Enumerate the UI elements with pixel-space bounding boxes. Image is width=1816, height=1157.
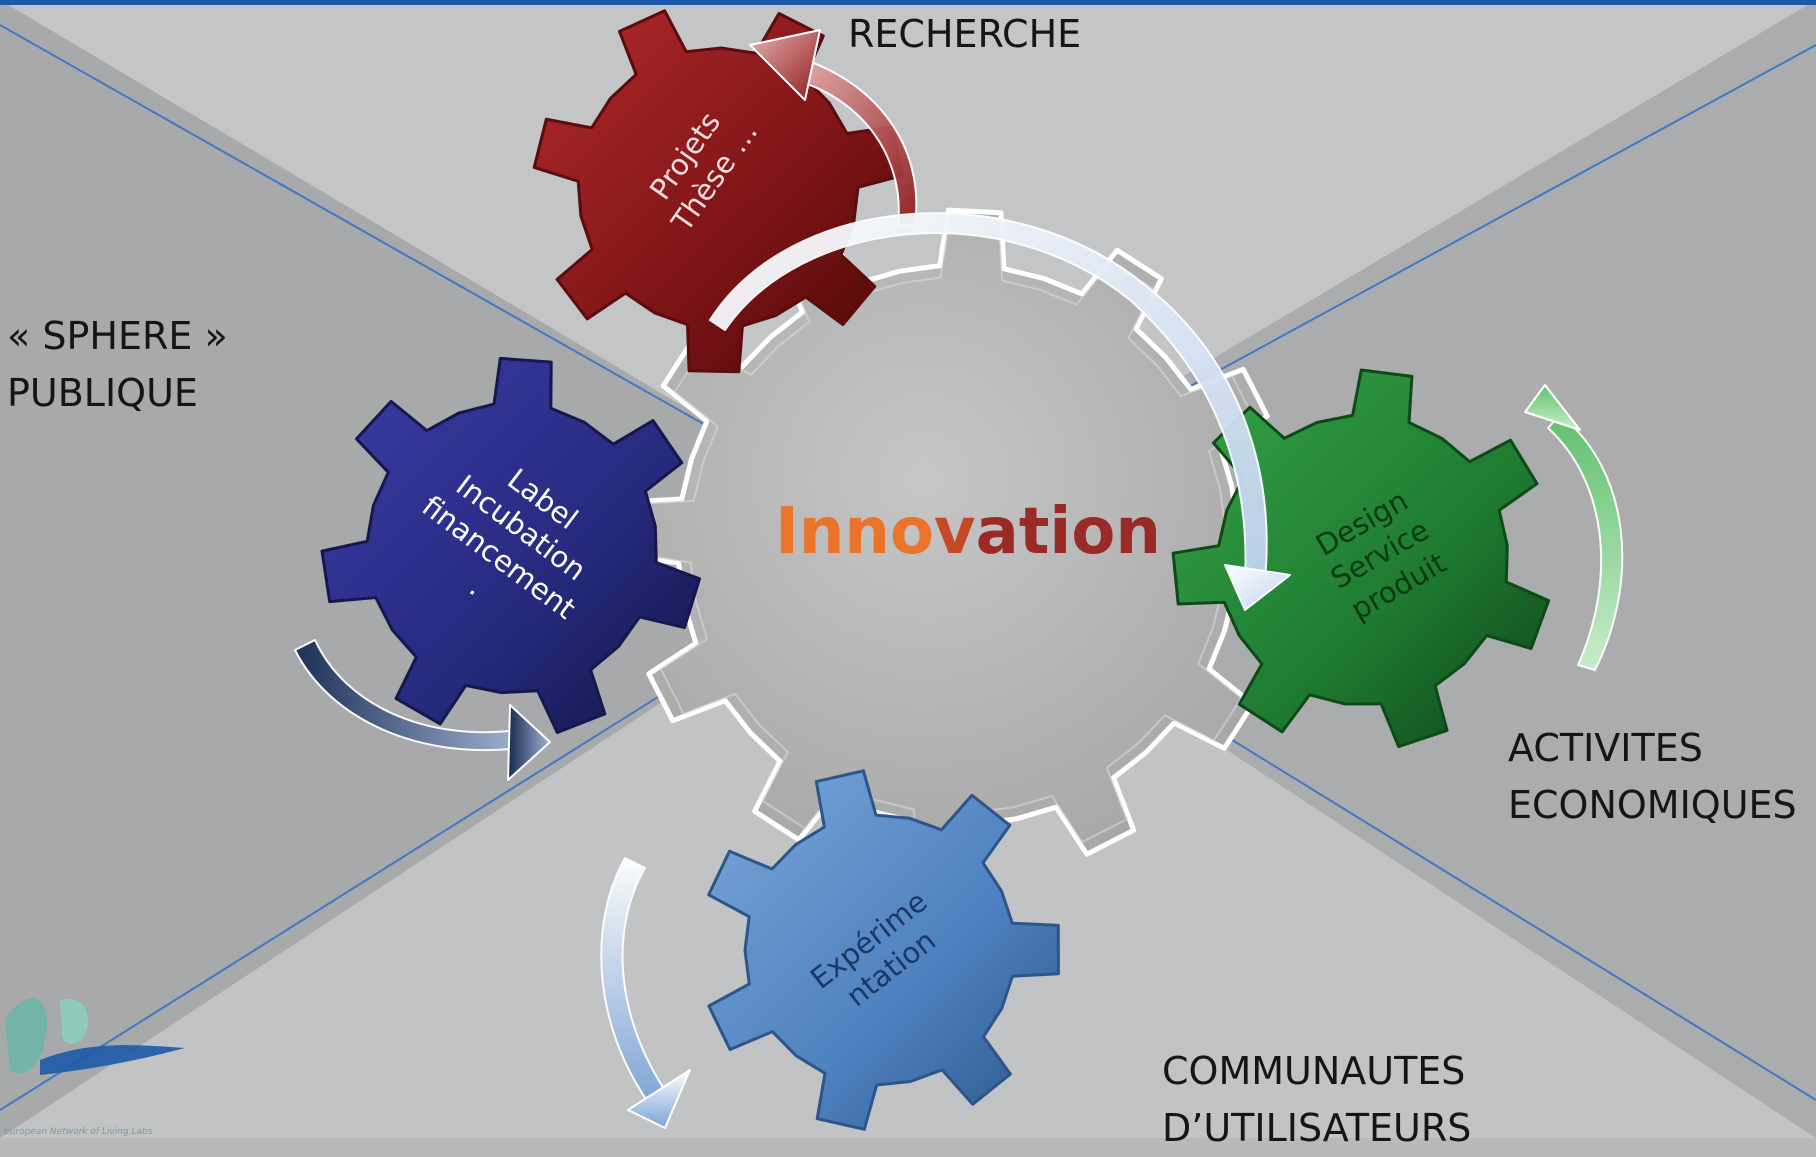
label-recherche: RECHERCHE bbox=[848, 12, 1081, 58]
label-line: PUBLIQUE bbox=[7, 371, 198, 415]
gear-research bbox=[532, 9, 905, 374]
label-line: D’UTILISATEURS bbox=[1162, 1106, 1472, 1150]
arrow-innovation-head bbox=[1224, 564, 1291, 611]
gear-public bbox=[320, 356, 701, 734]
arrow-users-head bbox=[627, 1069, 691, 1129]
label-line: ECONOMIQUES bbox=[1508, 783, 1797, 827]
arrow-research-head bbox=[749, 29, 821, 101]
gear-users bbox=[707, 769, 1060, 1131]
gear-economic bbox=[1171, 368, 1551, 749]
label-line: « SPHERE » bbox=[7, 314, 228, 358]
innovation-title-part-2: v bbox=[933, 495, 976, 569]
label-recherche-text: RECHERCHE bbox=[848, 12, 1082, 56]
innovation-title-part-3: ation bbox=[975, 495, 1161, 569]
arrow-economic-head bbox=[1524, 384, 1581, 431]
logo-text: European Network of Living Labs bbox=[4, 1127, 153, 1137]
innovation-title: Innovation bbox=[775, 500, 1161, 564]
label-line: COMMUNAUTES bbox=[1162, 1049, 1466, 1093]
innovation-title-part-1: Inno bbox=[775, 495, 934, 569]
label-communautes-utilisateurs: COMMUNAUTES D’UTILISATEURS bbox=[1162, 1043, 1471, 1157]
center-gear bbox=[620, 207, 1296, 883]
label-sphere-publique: « SPHERE » PUBLIQUE bbox=[7, 308, 228, 422]
label-line: ACTIVITES bbox=[1508, 726, 1703, 770]
top-border bbox=[0, 0, 1816, 5]
gears bbox=[320, 9, 1551, 1131]
living-labs-logo: European Network of Living Labs bbox=[4, 998, 185, 1137]
arrows bbox=[294, 29, 1624, 1129]
label-activites-economiques: ACTIVITES ECONOMIQUES bbox=[1508, 720, 1797, 834]
center-gear-shade bbox=[635, 222, 1281, 868]
arrow-public-head bbox=[507, 704, 551, 781]
